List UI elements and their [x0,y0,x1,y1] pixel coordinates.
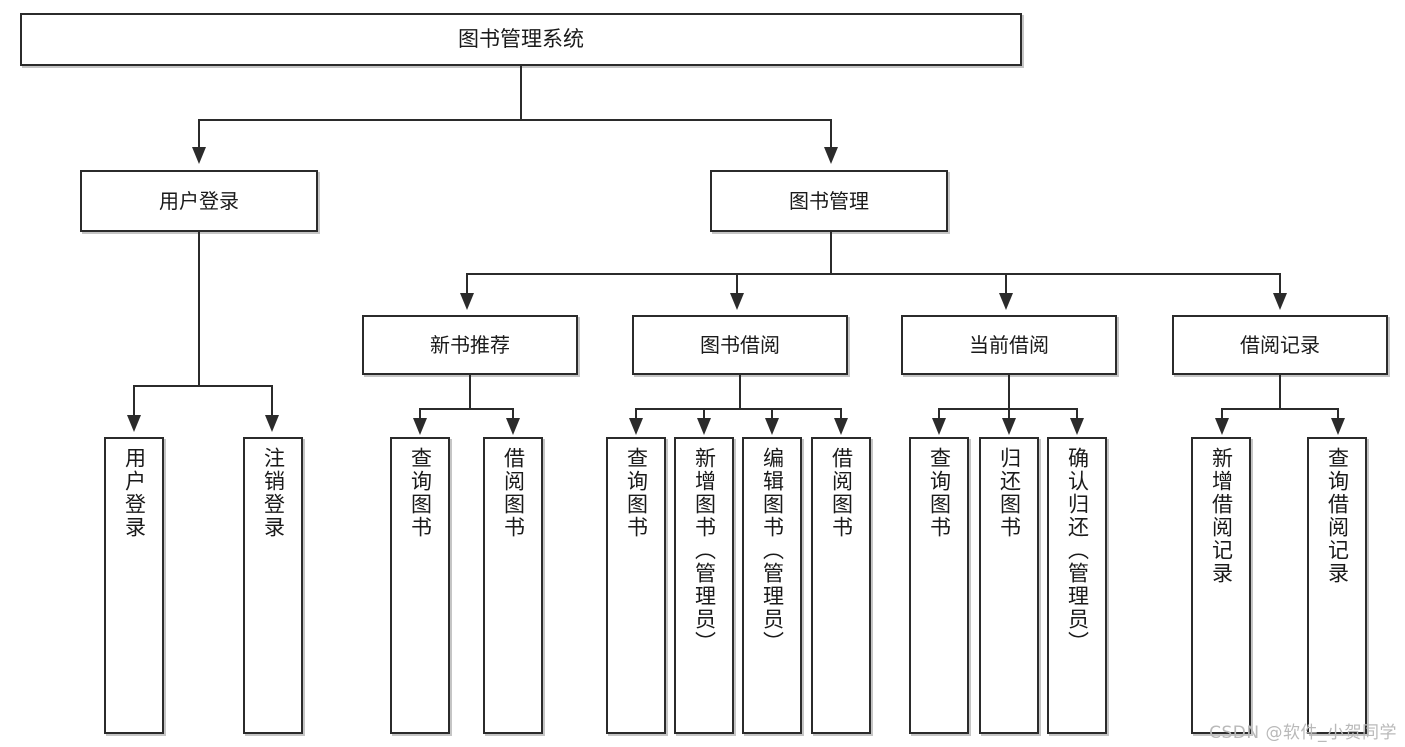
leaf-add-book-label: 新增图书（管理员） [692,447,717,654]
connector-book-borrow-stem [739,375,741,408]
connector-borrow-record-drop-1 [1221,408,1223,420]
node-new-book-recommend[interactable]: 新书推荐 [362,315,578,375]
connector-root-drop-2 [830,119,832,149]
leaf-borrow-book-1-label: 借阅图书 [501,447,526,539]
node-borrow-record[interactable]: 借阅记录 [1172,315,1388,375]
leaf-user-login[interactable]: 用户登录 [104,437,164,734]
leaf-confirm-return-label: 确认归还（管理员） [1065,447,1090,654]
leaf-query-book-3-label: 查询图书 [927,447,952,539]
arrow-to-leaf-edit-book [765,418,779,435]
arrow-to-leaf-return-book [1002,418,1016,435]
connector-book-manage-stem [830,232,832,273]
node-book-borrow-label: 图书借阅 [700,332,780,357]
arrow-to-new-book-recommend [460,293,474,310]
leaf-edit-book-label: 编辑图书（管理员） [760,447,785,654]
leaf-add-book[interactable]: 新增图书（管理员） [674,437,734,734]
leaf-borrow-book-2[interactable]: 借阅图书 [811,437,871,734]
arrow-to-book-manage [824,147,838,164]
arrow-to-leaf-borrow-book-2 [834,418,848,435]
connector-current-borrow-bus [938,408,1077,410]
arrow-to-borrow-record [1273,293,1287,310]
leaf-borrow-book-2-label: 借阅图书 [829,447,854,539]
arrow-to-leaf-borrow-book-1 [506,418,520,435]
connector-book-manage-drop-2 [736,273,738,295]
leaf-query-book-1[interactable]: 查询图书 [390,437,450,734]
connector-user-login-drop-1 [133,385,135,417]
connector-book-manage-drop-3 [1005,273,1007,295]
connector-book-borrow-bus [635,408,841,410]
connector-book-borrow-drop-1 [635,408,637,420]
leaf-return-book[interactable]: 归还图书 [979,437,1039,734]
arrow-to-leaf-add-record [1215,418,1229,435]
connector-root-stem [520,66,522,119]
connector-root-bus [198,119,832,121]
connector-new-book-bus [419,408,514,410]
arrow-to-leaf-query-book-2 [629,418,643,435]
connector-current-borrow-stem [1008,375,1010,408]
arrow-to-book-borrow [730,293,744,310]
leaf-query-book-1-label: 查询图书 [408,447,433,539]
arrow-to-user-login [192,147,206,164]
arrow-to-current-borrow [999,293,1013,310]
leaf-query-record-label: 查询借阅记录 [1325,447,1350,585]
connector-user-login-stem [198,232,200,385]
connector-book-manage-bus [466,273,1281,275]
leaf-logout-login[interactable]: 注销登录 [243,437,303,734]
leaf-query-book-2-label: 查询图书 [624,447,649,539]
leaf-edit-book[interactable]: 编辑图书（管理员） [742,437,802,734]
node-book-manage-label: 图书管理 [789,188,869,213]
leaf-add-record[interactable]: 新增借阅记录 [1191,437,1251,734]
node-current-borrow[interactable]: 当前借阅 [901,315,1117,375]
connector-user-login-bus [133,385,273,387]
leaf-query-book-3[interactable]: 查询图书 [909,437,969,734]
connector-book-borrow-drop-3 [771,408,773,420]
node-book-borrow[interactable]: 图书借阅 [632,315,848,375]
connector-book-borrow-drop-2 [703,408,705,420]
connector-book-manage-drop-4 [1279,273,1281,295]
arrow-to-leaf-user-login [127,415,141,432]
connector-current-borrow-drop-3 [1076,408,1078,420]
arrow-to-leaf-query-book-1 [413,418,427,435]
leaf-logout-login-label: 注销登录 [261,447,286,539]
arrow-to-leaf-query-record [1331,418,1345,435]
connector-current-borrow-drop-2 [1008,408,1010,420]
connector-user-login-drop-2 [271,385,273,417]
node-current-borrow-label: 当前借阅 [969,332,1049,357]
node-book-manage[interactable]: 图书管理 [710,170,948,232]
arrow-to-leaf-confirm-return [1070,418,1084,435]
node-user-login[interactable]: 用户登录 [80,170,318,232]
node-new-book-recommend-label: 新书推荐 [430,332,510,357]
leaf-query-book-2[interactable]: 查询图书 [606,437,666,734]
connector-root-drop-1 [198,119,200,149]
leaf-confirm-return[interactable]: 确认归还（管理员） [1047,437,1107,734]
connector-borrow-record-drop-2 [1337,408,1339,420]
connector-book-manage-drop-1 [466,273,468,295]
connector-borrow-record-stem [1279,375,1281,408]
leaf-borrow-book-1[interactable]: 借阅图书 [483,437,543,734]
node-borrow-record-label: 借阅记录 [1240,332,1320,357]
node-root-system[interactable]: 图书管理系统 [20,13,1022,66]
connector-new-book-drop-1 [419,408,421,420]
connector-new-book-drop-2 [512,408,514,420]
node-root-system-label: 图书管理系统 [458,27,584,52]
arrow-to-leaf-add-book [697,418,711,435]
arrow-to-leaf-query-book-3 [932,418,946,435]
leaf-query-record[interactable]: 查询借阅记录 [1307,437,1367,734]
leaf-user-login-label: 用户登录 [122,447,147,539]
leaf-return-book-label: 归还图书 [997,447,1022,539]
leaf-add-record-label: 新增借阅记录 [1209,447,1234,585]
connector-book-borrow-drop-4 [840,408,842,420]
connector-new-book-stem [469,375,471,408]
arrow-to-leaf-logout-login [265,415,279,432]
connector-borrow-record-bus [1221,408,1338,410]
node-user-login-label: 用户登录 [159,188,239,213]
connector-current-borrow-drop-1 [938,408,940,420]
